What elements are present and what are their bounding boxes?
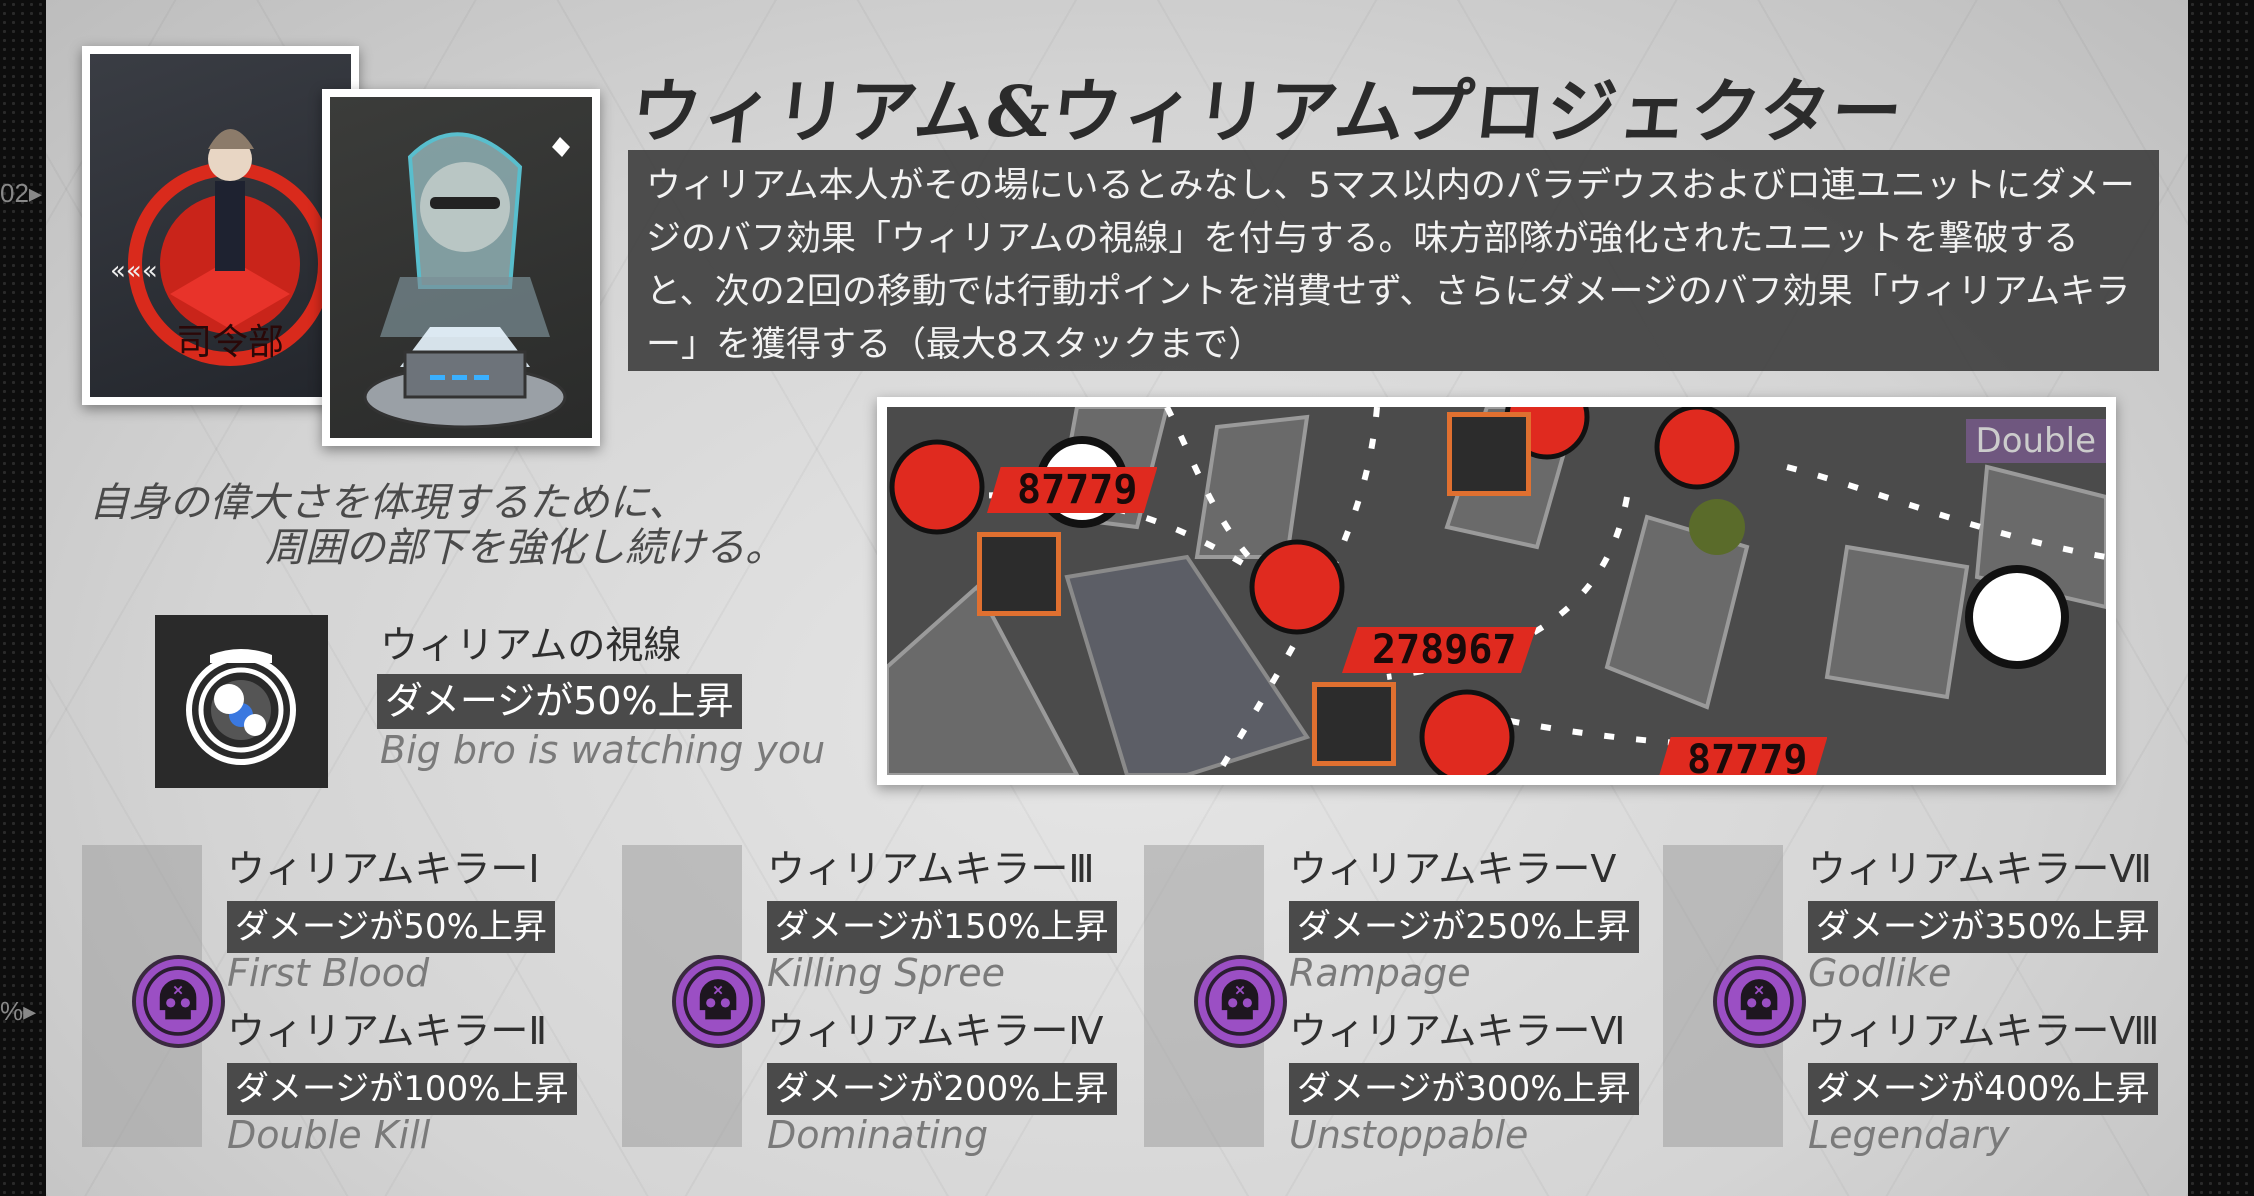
killer-tier-name: ウィリアムキラーⅥ [1289,1009,1626,1053]
william-hq-card: 司令部 ««« [82,46,359,405]
killer-tier-name: ウィリアムキラーⅠ [227,847,540,891]
killer-tier-effect: ダメージが300%上昇 [1289,1063,1639,1115]
hq-sign: 司令部 [176,322,284,363]
killer-tier-effect: ダメージが250%上昇 [1289,901,1639,953]
gaze-buff-marker-icon [977,532,1061,616]
skull-icon [1194,955,1287,1048]
flavor-quote-line2: 周囲の部下を強化し続ける。 [265,525,785,571]
killer-tier-name: ウィリアムキラーⅧ [1808,1009,2160,1053]
killer-tier-effect: ダメージが400%上昇 [1808,1063,2158,1115]
killer-tier-name: ウィリアムキラーⅣ [767,1009,1104,1053]
side-marker: %▸ [0,996,37,1026]
svg-text:«««: ««« [110,256,158,286]
gaze-buff-marker-icon [1447,412,1531,496]
enemy-hp-value: 278967 [1342,627,1537,673]
killer-tier-subtitle: Rampage [1289,951,1471,995]
killer-tier-name: ウィリアムキラーⅢ [767,847,1095,891]
left-frame-strip [0,0,46,1196]
skull-icon [1713,955,1806,1048]
skull-icon [132,955,225,1048]
map-preview: 87779 278967 87779 Double [877,397,2116,785]
hq-emblem-icon: 司令部 ««« [110,129,332,366]
flavor-quote-line1: 自身の偉大さを体現するために、 [89,480,688,526]
eye-lens-icon [155,615,328,788]
killer-tier-effect: ダメージが50%上昇 [227,901,555,953]
killer-tier-subtitle: Legendary [1808,1113,2010,1157]
killer-tier-effect: ダメージが350%上昇 [1808,901,2158,953]
killer-tier-subtitle: Unstoppable [1289,1113,1529,1157]
side-marker: 02▸ [0,178,42,208]
skull-icon [672,955,765,1048]
gaze-buff-subtitle: Big bro is watching you [380,728,826,772]
killer-tier-effect: ダメージが200%上昇 [767,1063,1117,1115]
skill-description: ウィリアム本人がその場にいるとみなし、5マス以内のパラデウスおよびロ連ユニットに… [628,150,2159,371]
skill-title: ウィリアム&ウィリアムプロジェクター [627,70,1909,153]
killer-tier-name: ウィリアムキラーⅦ [1808,847,2152,891]
killer-tier-subtitle: Dominating [767,1113,989,1157]
killer-tier-effect: ダメージが100%上昇 [227,1063,577,1115]
william-projector-card [322,89,600,446]
double-label: Double [1965,419,2106,463]
enemy-hp-value: 87779 [1657,737,1828,775]
killer-tier-subtitle: Killing Spree [767,951,1006,995]
gaze-buff-marker-icon [1312,682,1396,766]
gaze-buff-name: ウィリアムの視線 [380,623,682,667]
hologram-projector-icon [363,132,570,429]
enemy-hp-value: 87779 [987,467,1158,513]
killer-tier-effect: ダメージが150%上昇 [767,901,1117,953]
killer-tier-subtitle: Godlike [1808,951,1952,995]
killer-tier-subtitle: Double Kill [227,1113,431,1157]
killer-tier-name: ウィリアムキラーⅡ [227,1009,548,1053]
killer-tier-name: ウィリアムキラーⅤ [1289,847,1617,891]
gaze-buff-effect: ダメージが50%上昇 [377,674,742,729]
right-frame-strip [2188,0,2254,1196]
killer-tier-subtitle: First Blood [227,951,430,995]
